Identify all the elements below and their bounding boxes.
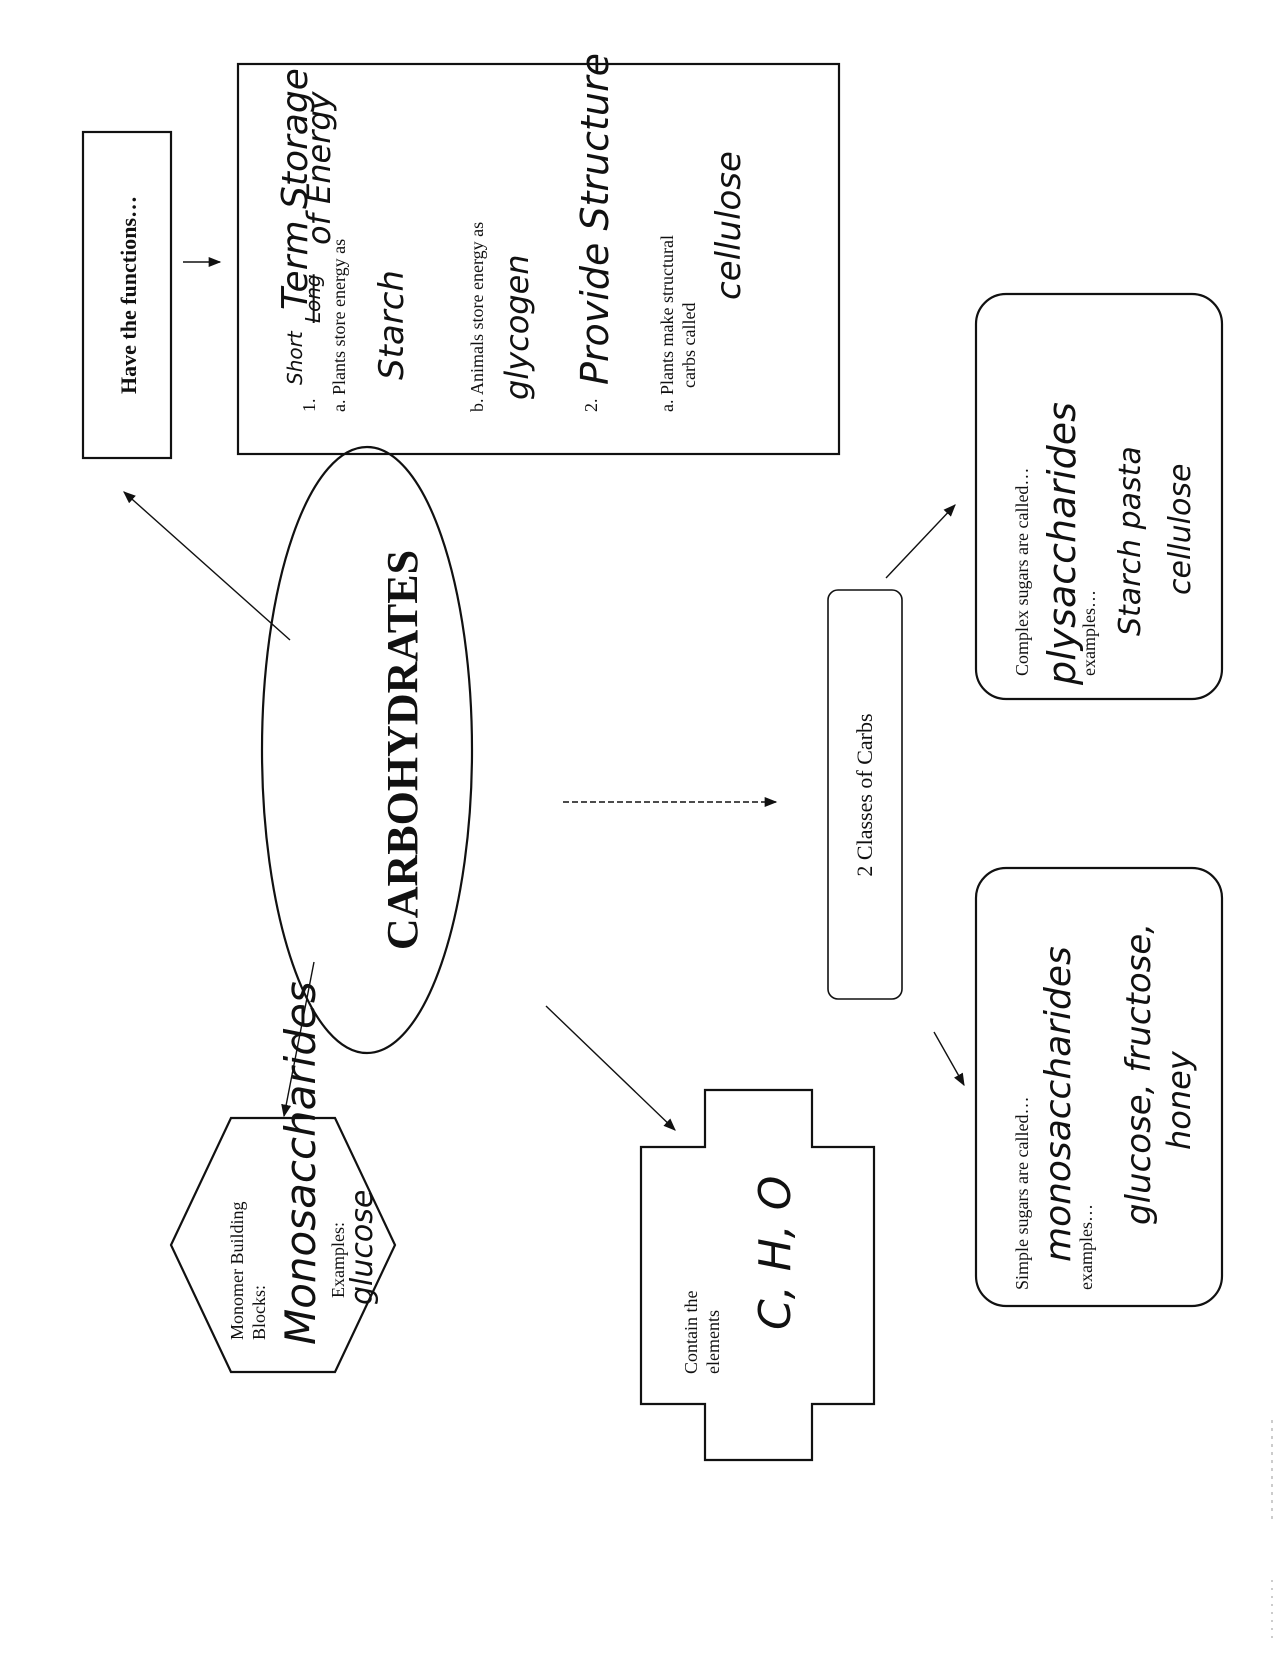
functions-box bbox=[236, 62, 841, 456]
simple-examples-label: examples… bbox=[1076, 1204, 1096, 1290]
complex-examples-hand-line2: cellulose bbox=[1163, 464, 1198, 595]
item1-prefix-hand: Short bbox=[283, 330, 307, 385]
simple-answer-hand: monosaccharides bbox=[1038, 946, 1079, 1262]
complex-sugars-box bbox=[974, 292, 1224, 701]
complex-answer-hand: plysaccharides bbox=[1040, 402, 1084, 686]
arrow-to-complex bbox=[885, 504, 956, 579]
complex-examples-label: examples… bbox=[1079, 590, 1099, 676]
classes-label: 2 Classes of Carbs bbox=[852, 713, 877, 876]
arrow-to-elements bbox=[545, 1005, 676, 1131]
elements-label-line2: elements bbox=[703, 1310, 723, 1374]
item1-hand-line2: of Energy bbox=[300, 90, 338, 245]
carbohydrates-ellipse bbox=[260, 445, 474, 1055]
monomer-hexagon bbox=[169, 1116, 397, 1374]
classes-box bbox=[827, 589, 903, 1000]
item1-hand-line1: Term Storage bbox=[275, 68, 316, 310]
complex-prompt: Complex sugars are called… bbox=[1012, 468, 1032, 676]
arrow-to-monomer bbox=[281, 961, 315, 1118]
item2a-hand: cellulose bbox=[709, 151, 749, 300]
item1a-print: a. Plants store energy as bbox=[329, 239, 349, 412]
simple-examples-hand-line1: glucose, fructose, bbox=[1119, 923, 1159, 1225]
functions-header: Have the functions… bbox=[116, 196, 141, 394]
simple-prompt: Simple sugars are called… bbox=[1012, 1097, 1032, 1290]
item1b-print: b. Animals store energy as bbox=[467, 222, 487, 412]
monomer-examples-hand: glucose bbox=[345, 1190, 380, 1305]
elements-label-line1: Contain the bbox=[681, 1291, 701, 1375]
item1-crossed-hand: Long bbox=[301, 274, 325, 323]
simple-sugars-box bbox=[974, 866, 1224, 1308]
monomer-label-line2: Blocks: bbox=[249, 1285, 269, 1340]
item1-number: 1. bbox=[299, 399, 319, 413]
monomer-label-line1: Monomer Building bbox=[227, 1202, 247, 1341]
item2-number: 2. bbox=[581, 399, 601, 413]
complex-examples-hand-line1: Starch pasta bbox=[1113, 446, 1148, 636]
center-title: CARBOHYDRATES bbox=[378, 550, 427, 950]
elements-answer-hand: C, H, O bbox=[750, 1176, 801, 1330]
arrow-to-functions bbox=[123, 491, 291, 641]
functions-header-box bbox=[81, 130, 173, 460]
item1a-hand: Starch bbox=[372, 270, 412, 380]
item1b-hand: glycogen bbox=[498, 254, 536, 400]
monomer-answer-hand: Monosaccharides bbox=[276, 981, 325, 1345]
item2a-print-line1: a. Plants make structural bbox=[657, 235, 677, 412]
item2a-print-line2: carbs called bbox=[679, 303, 699, 388]
elements-cross-shape bbox=[639, 1088, 876, 1462]
simple-examples-hand-line2: honey bbox=[1160, 1050, 1198, 1150]
item2-hand: Provide Structure bbox=[573, 53, 617, 385]
monomer-examples-label: Examples: bbox=[328, 1222, 348, 1298]
arrow-to-simple bbox=[933, 1031, 965, 1087]
